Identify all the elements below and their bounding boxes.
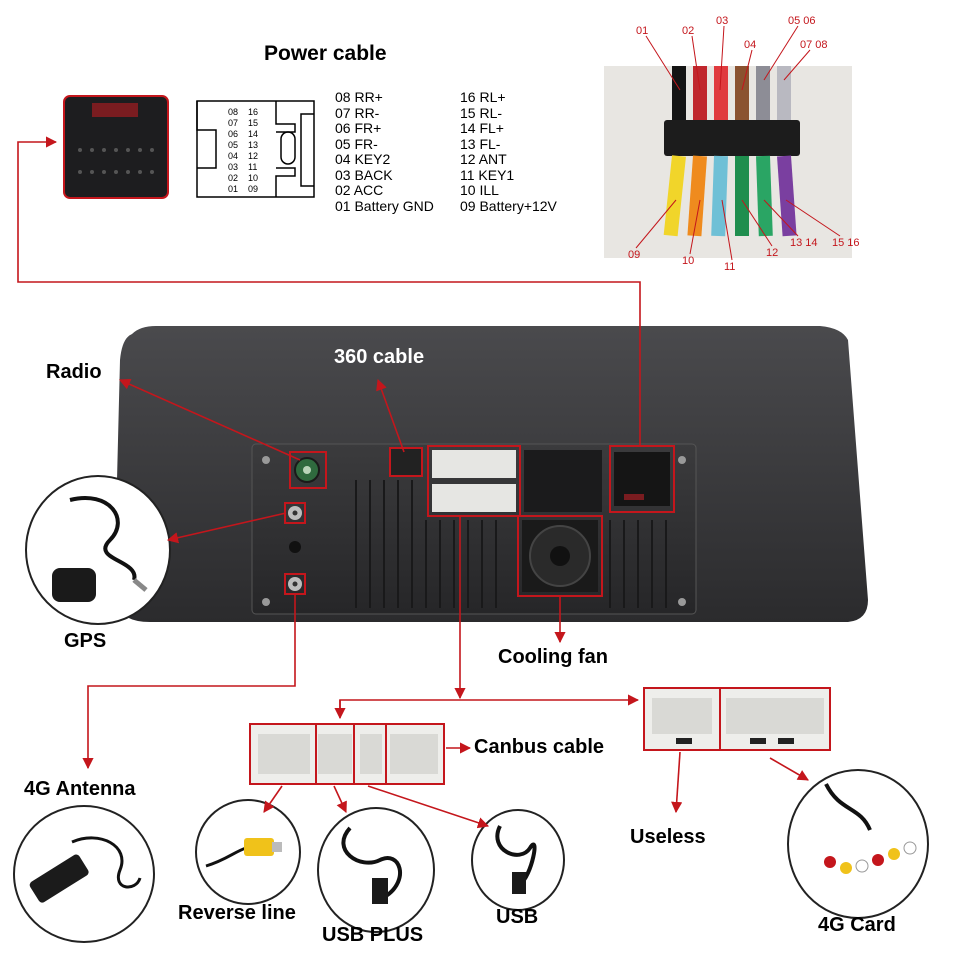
useless-connector-photo xyxy=(643,687,831,751)
reverse-line-photo xyxy=(195,799,301,905)
4g-card-label: 4G Card xyxy=(818,914,896,936)
gps-receiver-photo xyxy=(25,475,171,625)
wire-label-05-06: 05 06 xyxy=(788,15,816,27)
pin-label: 08 RR+ xyxy=(335,89,383,105)
pin-label: 14 FL+ xyxy=(460,120,504,136)
useless-label: Useless xyxy=(630,826,706,848)
pin-label: 06 FR+ xyxy=(335,120,382,136)
wire-label-02: 02 xyxy=(682,25,694,37)
pin-list-left: 08 RR+ 07 RR- 06 FR+ 05 FR- 04 KEY2 03 B… xyxy=(335,89,434,214)
usb-plus-photo xyxy=(317,807,435,933)
face-pin: 12 xyxy=(248,151,259,161)
face-pin: 13 xyxy=(248,140,259,150)
wire-label-12: 12 xyxy=(766,247,778,259)
face-pin: 15 xyxy=(248,118,259,128)
face-pin: 11 xyxy=(248,162,258,172)
power-connector-face xyxy=(196,100,315,198)
radio-label: Radio xyxy=(46,361,102,383)
pin-label: 10 ILL xyxy=(460,182,499,198)
wire-label-10: 10 xyxy=(682,255,694,267)
power-connector-photo xyxy=(63,95,169,199)
reverse-line-label: Reverse line xyxy=(178,902,296,924)
pin-label: 11 KEY1 xyxy=(460,166,515,183)
face-pin: 05 xyxy=(228,140,239,150)
pin-label: 13 FL- xyxy=(460,135,501,152)
wire-leader-lines xyxy=(635,25,841,261)
360-cable-label: 360 cable xyxy=(334,346,425,368)
wire-label-03: 03 xyxy=(716,15,728,27)
wire-label-01: 01 xyxy=(636,25,648,37)
connector-face-right: 16 15 14 13 12 11 10 09 xyxy=(248,107,258,195)
pin-list-right: 16 RL+ 15 RL- 14 FL+ 13 FL- 12 ANT 11 KE… xyxy=(460,89,557,214)
pin-label: 03 BACK xyxy=(335,166,393,183)
canbus-cable-label: Canbus cable xyxy=(474,736,605,758)
face-pin: 06 xyxy=(228,129,239,139)
wire-label-04: 04 xyxy=(744,39,756,51)
wire-label-11: 11 xyxy=(724,261,735,273)
head-unit-back xyxy=(114,326,868,622)
leader-arrows xyxy=(17,136,809,829)
usb-plus-label: USB PLUS xyxy=(322,924,424,946)
face-pin: 01 xyxy=(228,184,239,194)
wires-photo xyxy=(604,66,852,258)
pin-label: 16 RL+ xyxy=(460,89,506,105)
pin-label: 15 RL- xyxy=(460,104,503,121)
pin-label: 05 FR- xyxy=(335,135,378,152)
face-pin: 16 xyxy=(248,107,259,117)
pin-label: 01 Battery GND xyxy=(335,197,434,214)
wire-number-labels: 01 02 03 04 05 06 07 08 09 10 11 12 13 1… xyxy=(628,15,860,273)
face-pin: 02 xyxy=(228,173,239,183)
pin-label: 07 RR- xyxy=(335,104,380,121)
face-pin: 04 xyxy=(228,151,239,161)
4g-antenna-photo xyxy=(13,805,155,943)
pin-label: 09 Battery+12V xyxy=(460,197,557,214)
face-pin: 09 xyxy=(248,184,259,194)
face-pin: 03 xyxy=(228,162,239,172)
usb-photo xyxy=(471,809,565,911)
pin-label: 02 ACC xyxy=(335,182,384,198)
connector-face-left: 08 07 06 05 04 03 02 01 xyxy=(228,107,238,195)
4g-card-photo xyxy=(787,769,929,919)
canbus-connector-photo xyxy=(249,723,445,785)
pin-label: 04 KEY2 xyxy=(335,151,391,167)
face-pin: 14 xyxy=(248,129,259,139)
face-pin: 08 xyxy=(228,107,239,117)
face-pin: 07 xyxy=(228,118,239,128)
wire-label-13-14: 13 14 xyxy=(790,237,818,249)
4g-antenna-label: 4G Antenna xyxy=(24,778,136,800)
pin-label: 12 ANT xyxy=(460,151,507,167)
wire-label-15-16: 15 16 xyxy=(832,237,860,249)
wire-label-09: 09 xyxy=(628,249,640,261)
face-pin: 10 xyxy=(248,173,259,183)
gps-label: GPS xyxy=(64,630,107,652)
power-cable-title: Power cable xyxy=(264,42,387,65)
cooling-fan-label: Cooling fan xyxy=(498,646,608,668)
wire-label-07-08: 07 08 xyxy=(800,39,828,51)
usb-label: USB xyxy=(496,906,539,928)
